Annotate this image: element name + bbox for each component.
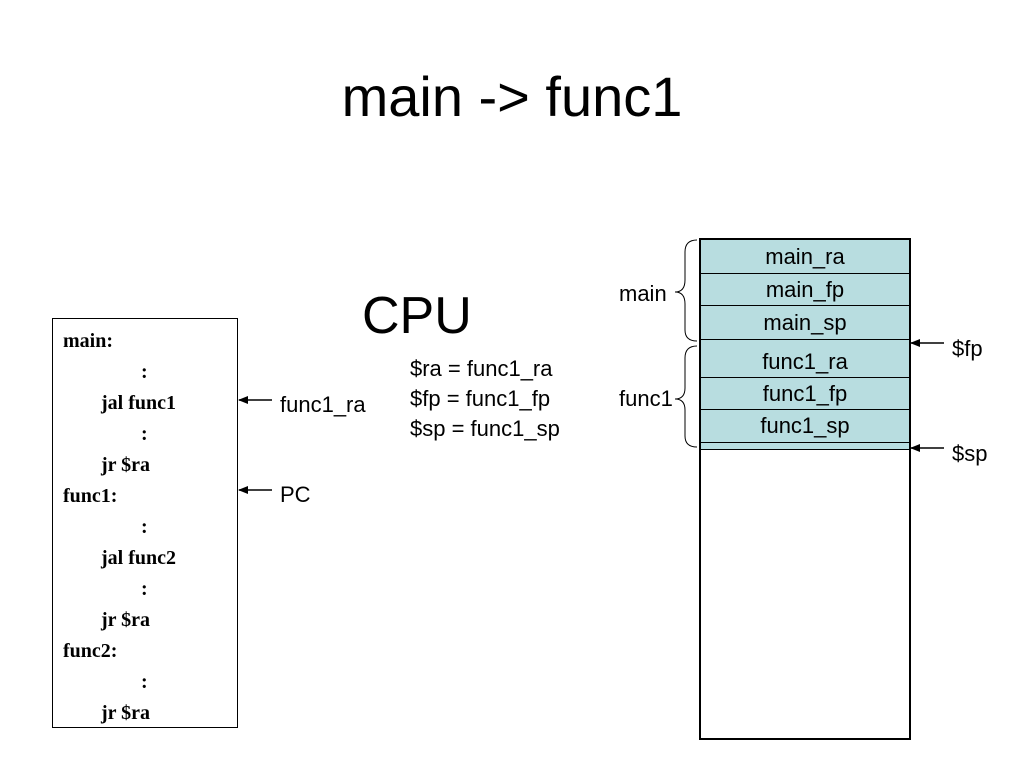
main-frame-brace xyxy=(674,239,698,342)
code-line-ellipsis: : xyxy=(141,671,148,693)
func1-frame-brace xyxy=(674,345,698,448)
register-fp: $fp = func1_fp xyxy=(410,386,551,411)
stack-frame-gap xyxy=(701,340,909,346)
code-line-ellipsis: : xyxy=(141,516,148,538)
stack-memory: main_ra main_fp main_sp func1_ra func1_f… xyxy=(699,238,911,740)
program-counter-label: PC xyxy=(280,482,311,507)
code-line-func2-label: func2: xyxy=(63,640,118,662)
code-line-ellipsis: : xyxy=(141,578,148,600)
code-line-ellipsis: : xyxy=(141,361,148,383)
frame-label-func1: func1 xyxy=(619,386,673,411)
code-line-main-label: main: xyxy=(63,330,113,352)
code-line-jal-func1: jal func1 xyxy=(101,392,176,414)
register-ra: $ra = func1_ra xyxy=(410,356,553,381)
sp-pointer-label: $sp xyxy=(952,441,988,466)
register-list: $ra = func1_ra $fp = func1_fp $sp = func… xyxy=(410,354,560,444)
code-line-jr-ra: jr $ra xyxy=(101,609,151,631)
code-line-ellipsis: : xyxy=(141,423,148,445)
code-line-jal-func2: jal func2 xyxy=(101,547,176,569)
stack-cell-func1-sp: func1_sp xyxy=(701,410,909,443)
stack-sp-boundary xyxy=(701,449,909,450)
stack-cell-func1-fp: func1_fp xyxy=(701,378,909,410)
fp-pointer-label: $fp xyxy=(952,336,983,361)
return-address-label: func1_ra xyxy=(280,392,366,417)
stack-cell-main-fp: main_fp xyxy=(701,274,909,306)
code-listing: main: : jal func1 : jr $ra func1: : jal … xyxy=(52,318,238,728)
stack-cell-func1-ra: func1_ra xyxy=(701,346,909,378)
code-line-jr-ra: jr $ra xyxy=(101,454,151,476)
stack-cell-main-ra: main_ra xyxy=(701,240,909,274)
register-sp: $sp = func1_sp xyxy=(410,416,560,441)
frame-label-main: main xyxy=(619,281,667,306)
stack-cell-main-sp: main_sp xyxy=(701,306,909,340)
slide-title: main -> func1 xyxy=(341,65,683,128)
code-line-jr-ra: jr $ra xyxy=(101,702,151,724)
code-line-func1-label: func1: xyxy=(63,485,118,507)
cpu-label: CPU xyxy=(362,287,472,345)
stack-frame-gap xyxy=(701,443,909,449)
